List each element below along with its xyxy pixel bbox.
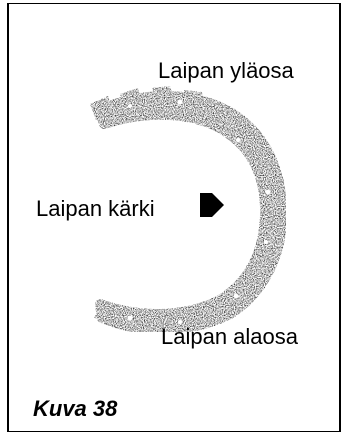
label-bar-top: Laipan yläosa (158, 58, 294, 83)
label-bar-tip: Laipan kärki (36, 196, 155, 221)
label-bar-bottom: Laipan alaosa (161, 324, 299, 349)
arrow-right-icon (200, 193, 224, 217)
saw-chain-illustration-icon (90, 86, 288, 335)
figure-frame (7, 3, 341, 431)
figure-caption: Kuva 38 (33, 396, 118, 421)
